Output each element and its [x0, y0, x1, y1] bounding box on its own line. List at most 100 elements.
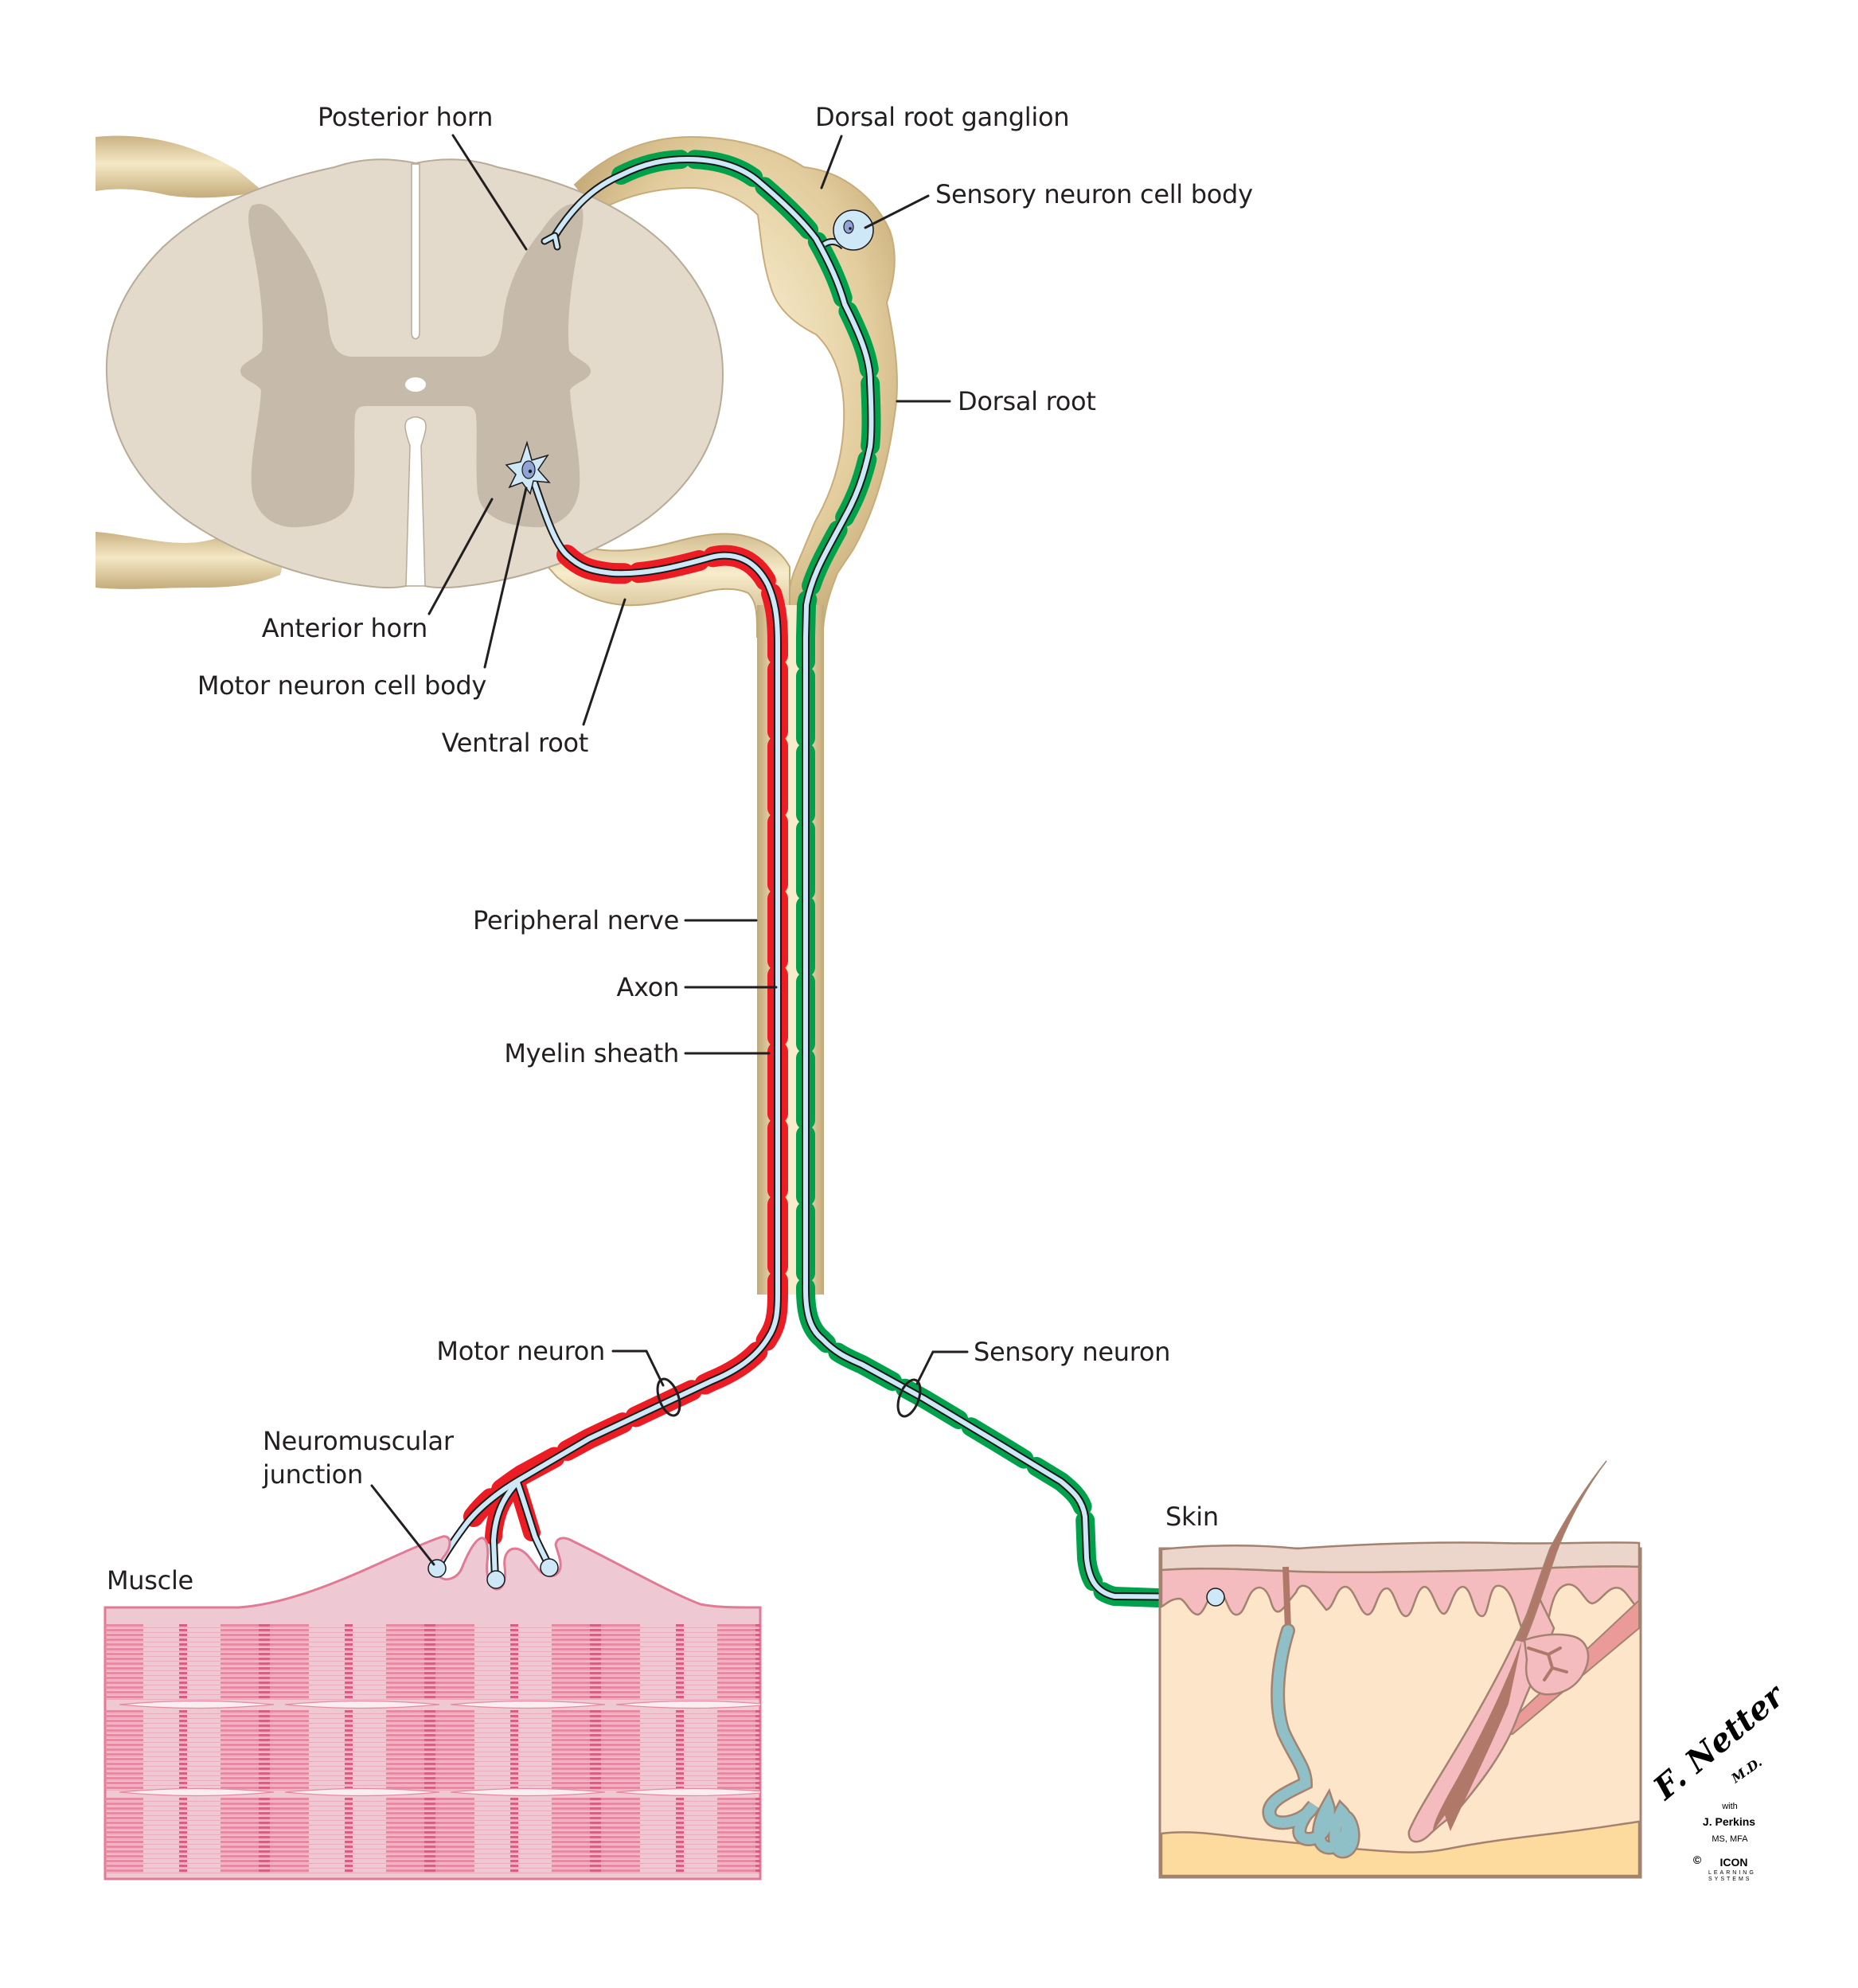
fiber-separation: [284, 1787, 440, 1797]
m-line-segment: [755, 1772, 760, 1775]
a-band-segment: [717, 1638, 760, 1642]
z-line-segment: [676, 1624, 684, 1627]
m-line-segment: [755, 1653, 760, 1656]
z-line-segment: [510, 1638, 518, 1642]
z-line-segment: [14, 1744, 21, 1746]
z-line-segment: [14, 1860, 21, 1862]
posterior-median-sulcus: [411, 163, 420, 340]
z-line-segment: [14, 1845, 21, 1848]
m-line-segment: [259, 1715, 270, 1718]
m-line-segment: [93, 1691, 104, 1693]
sensory-neuron-cell-body: [822, 209, 874, 251]
z-line-segment: [510, 1865, 518, 1868]
a-band-segment: [717, 1817, 760, 1820]
m-line-segment: [755, 1753, 760, 1756]
m-line-segment: [590, 1653, 601, 1656]
z-line-segment: [510, 1841, 518, 1844]
z-line-segment: [345, 1653, 353, 1656]
z-line-segment: [345, 1643, 353, 1646]
m-line-segment: [590, 1841, 601, 1844]
a-band-segment: [105, 1850, 143, 1853]
artist-credits: F. Netter M.D. with J. Perkins MS, MFA ©…: [1645, 1676, 1793, 1882]
z-line-segment: [345, 1677, 353, 1680]
z-line-segment: [179, 1643, 187, 1646]
m-line-segment: [424, 1662, 435, 1666]
z-line-segment: [345, 1763, 353, 1766]
a-band-segment: [105, 1802, 143, 1806]
a-band-segment: [717, 1763, 760, 1766]
a-band-segment: [717, 1710, 760, 1713]
m-line-segment: [424, 1653, 435, 1656]
a-band-segment: [105, 1777, 143, 1780]
z-line-segment: [345, 1724, 353, 1728]
m-line-segment: [93, 1710, 104, 1713]
a-band-segment: [105, 1662, 143, 1666]
z-line-segment: [14, 1643, 21, 1646]
m-line-segment: [93, 1798, 104, 1800]
a-band-segment: [717, 1782, 760, 1785]
z-line-segment: [676, 1822, 684, 1825]
z-line-segment: [676, 1767, 684, 1771]
m-line-segment: [755, 1734, 760, 1737]
z-line-segment: [510, 1729, 518, 1732]
m-line-segment: [93, 1782, 104, 1784]
z-line-segment: [14, 1855, 21, 1857]
m-line-segment: [259, 1638, 270, 1642]
a-band-segment: [717, 1841, 760, 1844]
m-line-segment: [424, 1812, 435, 1815]
m-line-segment: [259, 1734, 270, 1737]
m-line-segment: [93, 1686, 104, 1689]
netter-signature: F. Netter: [1645, 1676, 1793, 1808]
z-line-segment: [179, 1724, 187, 1728]
z-line-segment: [676, 1831, 684, 1834]
m-line-segment: [590, 1865, 601, 1868]
z-line-segment: [510, 1691, 518, 1694]
m-line-segment: [755, 1855, 760, 1858]
z-line-segment: [179, 1767, 187, 1771]
z-line-segment: [14, 1691, 21, 1693]
z-line-segment: [676, 1782, 684, 1785]
a-band-segment: [105, 1638, 143, 1642]
m-line-segment: [93, 1807, 104, 1810]
a-band-segment: [717, 1845, 760, 1849]
z-line-segment: [510, 1802, 518, 1806]
z-line-segment: [179, 1744, 187, 1747]
z-line-segment: [179, 1802, 187, 1806]
m-line-segment: [424, 1767, 435, 1771]
m-line-segment: [424, 1643, 435, 1646]
label-dorsal-root: Dorsal root: [958, 386, 1096, 416]
z-line-segment: [510, 1782, 518, 1785]
z-line-segment: [14, 1720, 21, 1722]
a-band-segment: [105, 1672, 143, 1675]
z-line-segment: [179, 1720, 187, 1723]
a-band-segment: [105, 1860, 143, 1863]
z-line-segment: [676, 1812, 684, 1815]
z-line-segment: [676, 1662, 684, 1666]
m-line-segment: [259, 1653, 270, 1656]
m-line-segment: [93, 1748, 104, 1751]
z-line-segment: [510, 1763, 518, 1766]
z-line-segment: [345, 1845, 353, 1849]
z-line-segment: [14, 1812, 21, 1814]
a-band-segment: [717, 1836, 760, 1839]
m-line-segment: [424, 1658, 435, 1661]
z-line-segment: [14, 1681, 21, 1684]
m-line-segment: [590, 1817, 601, 1820]
m-line-segment: [755, 1662, 760, 1666]
m-line-segment: [424, 1744, 435, 1747]
a-band-segment: [717, 1715, 760, 1718]
m-line-segment: [259, 1672, 270, 1675]
m-line-segment: [755, 1667, 760, 1670]
z-line-segment: [345, 1782, 353, 1785]
m-line-segment: [259, 1763, 270, 1766]
m-line-segment: [755, 1629, 760, 1632]
a-band-segment: [717, 1787, 760, 1790]
m-line-segment: [93, 1855, 104, 1857]
z-line-segment: [14, 1696, 21, 1698]
label-neuromuscular-junction-2: junction: [262, 1459, 363, 1490]
m-line-segment: [755, 1807, 760, 1810]
m-line-segment: [424, 1817, 435, 1820]
z-line-segment: [676, 1869, 684, 1873]
z-line-segment: [345, 1817, 353, 1820]
motor-fiber: [434, 467, 788, 1582]
